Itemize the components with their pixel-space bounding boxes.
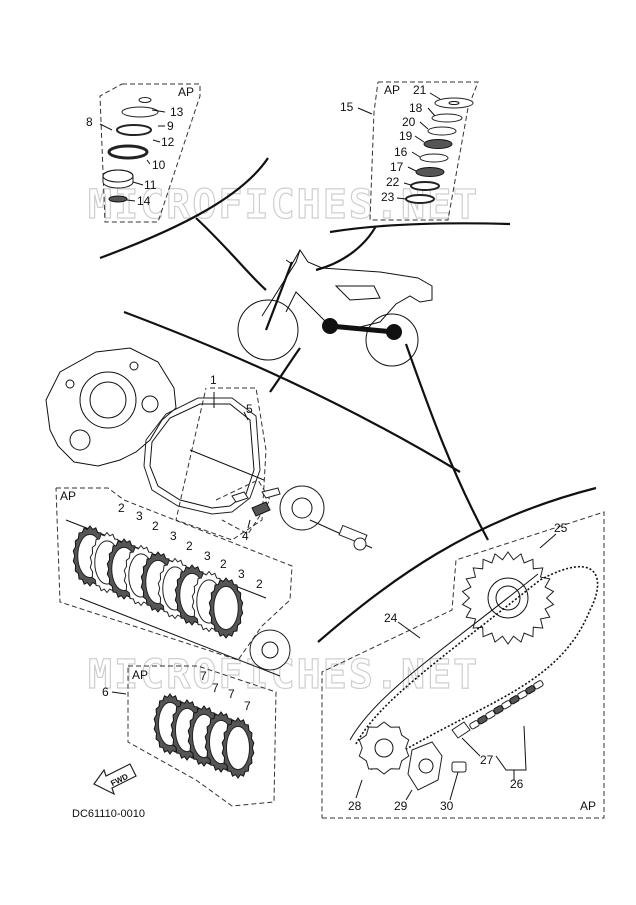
part-21 xyxy=(434,97,474,109)
callout-28: 28 xyxy=(348,799,362,813)
callout-18: 18 xyxy=(409,101,423,115)
callout-14: 14 xyxy=(137,194,151,208)
diagram-code: DC61110-0010 xyxy=(72,808,145,820)
watermark-top: MICROFICHES.NET xyxy=(88,182,479,228)
crankcase-cover xyxy=(45,347,177,467)
chain-link xyxy=(533,680,544,690)
callout-29: 29 xyxy=(394,799,408,813)
callout-15: 15 xyxy=(340,100,354,114)
callout-27: 27 xyxy=(480,753,494,767)
callout-2d: 2 xyxy=(220,557,227,571)
callout-16: 16 xyxy=(394,145,408,159)
clutch-housing-gear xyxy=(249,629,291,671)
part-23 xyxy=(405,194,435,204)
clutch-boss-group: 4 xyxy=(215,479,373,551)
gasket-group: 1 5 xyxy=(143,373,267,541)
callout-25: 25 xyxy=(554,521,568,535)
callout-11: 11 xyxy=(144,178,157,192)
part-19 xyxy=(423,139,453,149)
callout-30: 30 xyxy=(440,799,454,813)
divider-top-left xyxy=(99,157,269,260)
callout-4: 4 xyxy=(242,529,249,543)
part-20 xyxy=(427,126,457,136)
callout-9: 9 xyxy=(167,119,174,133)
ap-label-kit-15: AP xyxy=(384,83,400,97)
part-28 xyxy=(358,721,410,775)
pressure-plate xyxy=(279,485,325,531)
callout-2e: 2 xyxy=(256,577,263,591)
callout-22: 22 xyxy=(386,175,400,189)
part-30 xyxy=(449,761,467,801)
fwd-arrow-icon: FWD xyxy=(93,763,137,796)
clutch-plate xyxy=(208,577,244,639)
callout-7b: 7 xyxy=(212,681,219,695)
ap-label-friction-kit: AP xyxy=(132,668,148,682)
part-27 xyxy=(451,721,471,739)
callout-21: 21 xyxy=(413,83,427,97)
kit-8-group: AP 13 9 12 10 11 14 8 xyxy=(86,83,201,223)
callout-5: 5 xyxy=(246,402,253,416)
ap-label-kit-8: AP xyxy=(178,85,194,99)
callout-3a: 3 xyxy=(136,509,143,523)
divider-clutch xyxy=(123,310,461,473)
callout-24: 24 xyxy=(384,611,398,625)
callout-13: 13 xyxy=(170,105,184,119)
ap-label-drive-chain: AP xyxy=(580,799,596,813)
callout-10: 10 xyxy=(152,158,166,172)
callout-6: 6 xyxy=(102,685,109,699)
part-17 xyxy=(415,167,445,177)
part-9 xyxy=(121,106,159,118)
callout-12: 12 xyxy=(161,135,175,149)
divider-chain xyxy=(317,486,597,643)
part-14 xyxy=(108,195,128,203)
part-12 xyxy=(116,124,152,136)
callout-2c: 2 xyxy=(186,539,193,553)
part-16 xyxy=(419,153,449,163)
part-18 xyxy=(431,113,463,123)
callout-8: 8 xyxy=(86,115,93,129)
callout-7d: 7 xyxy=(244,699,251,713)
divider-top-right xyxy=(329,222,511,234)
friction-plate xyxy=(221,717,255,779)
friction-kit-group: AP 7 7 7 7 6 xyxy=(102,665,277,807)
callout-1: 1 xyxy=(210,373,217,387)
callout-23: 23 xyxy=(381,190,395,204)
callout-3d: 3 xyxy=(238,567,245,581)
part-13 xyxy=(138,97,152,103)
part-22 xyxy=(410,181,440,191)
callout-20: 20 xyxy=(402,115,416,129)
motorcycle-outline xyxy=(195,217,489,541)
callout-2a: 2 xyxy=(118,501,125,515)
callout-26: 26 xyxy=(510,777,524,791)
callout-3c: 3 xyxy=(204,549,211,563)
callout-19: 19 xyxy=(399,129,413,143)
kit-15-group: AP 21 18 20 19 16 17 22 23 15 xyxy=(340,81,479,221)
callout-2b: 2 xyxy=(152,519,159,533)
callout-7a: 7 xyxy=(200,669,207,683)
drive-chain-group: AP 25 24 27 26 28 xyxy=(321,511,605,819)
clutch-plates-group: AP 2 3 2 3 2 3 2 3 2 xyxy=(55,487,293,677)
chain-section xyxy=(469,680,544,730)
part-10 xyxy=(107,144,149,160)
ap-label-clutch-plates: AP xyxy=(60,489,76,503)
part-11 xyxy=(102,169,134,189)
callout-7c: 7 xyxy=(228,687,235,701)
callout-17: 17 xyxy=(390,160,404,174)
callout-3b: 3 xyxy=(170,529,177,543)
part-29 xyxy=(407,741,443,791)
part-5 xyxy=(143,397,261,515)
